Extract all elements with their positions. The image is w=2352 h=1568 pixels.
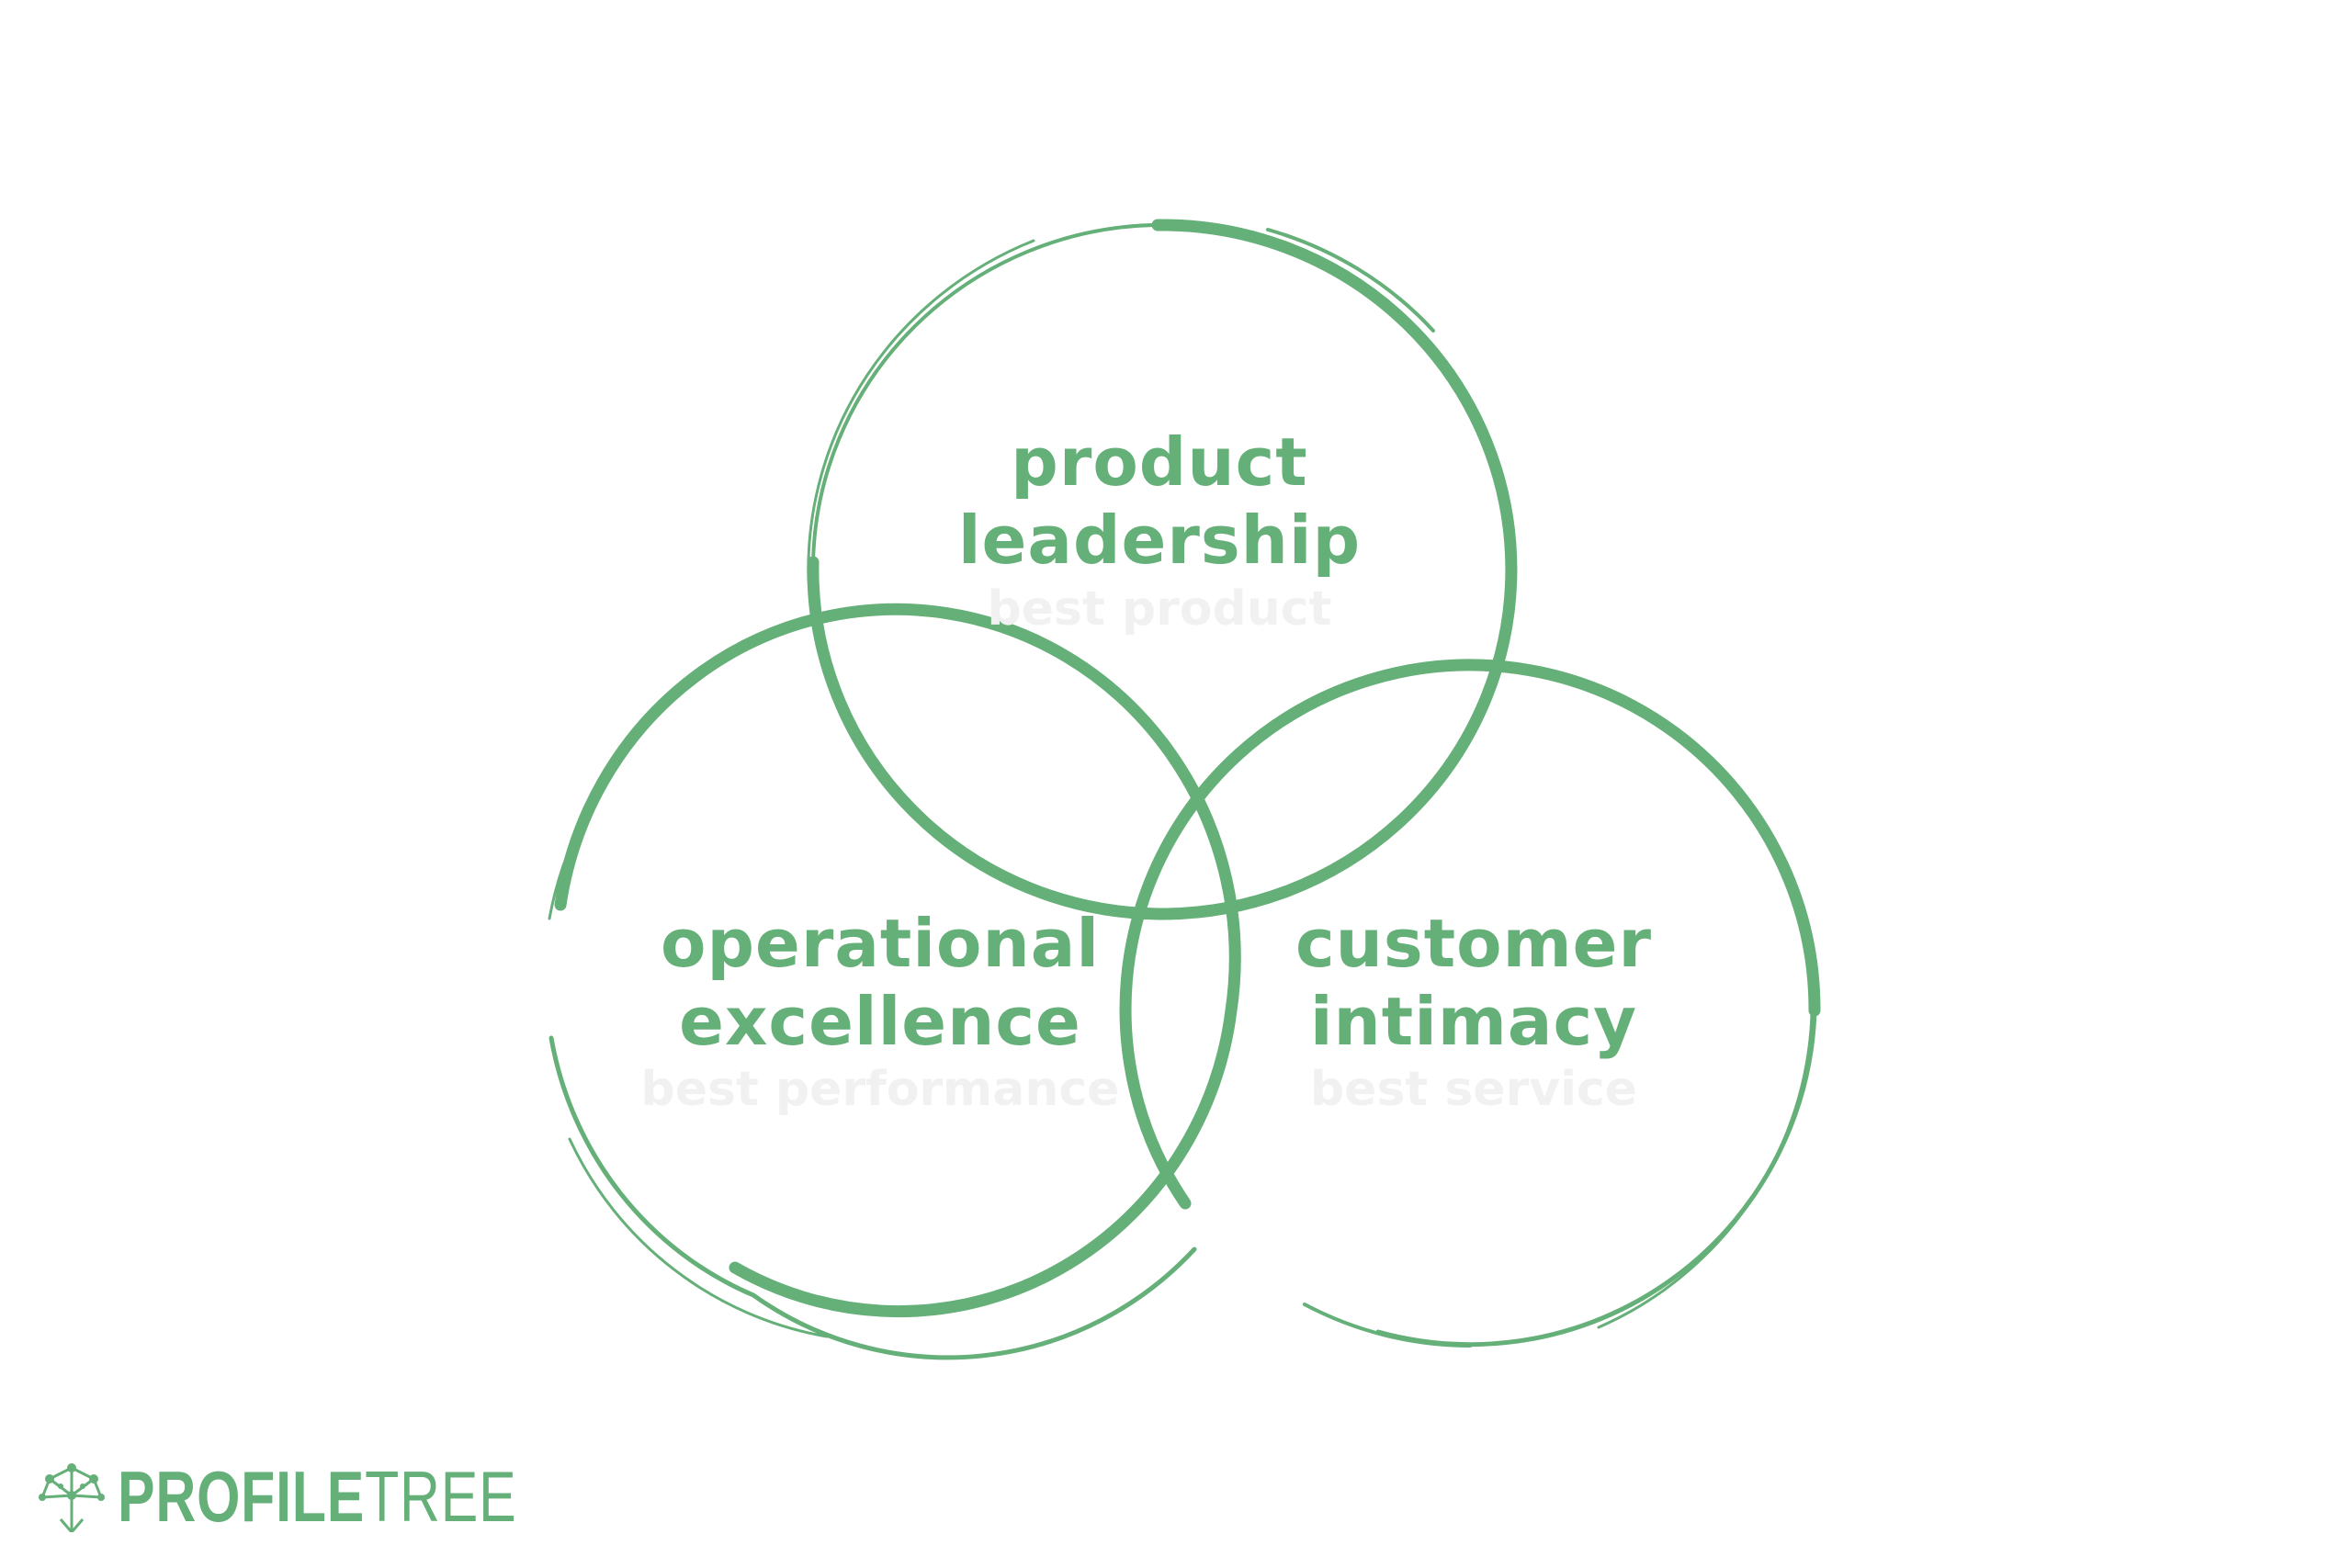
product-subtitle: best product xyxy=(988,581,1332,637)
circle-customer-stroke-main xyxy=(1119,659,1821,1210)
logo-wordmark-bold: PROFILE xyxy=(118,1456,366,1537)
operational-subtitle: best performance xyxy=(641,1062,1120,1117)
label-product-leadership: product leadership best product xyxy=(958,423,1361,637)
profiletree-logo: PROFILETREE xyxy=(39,1461,629,1532)
operational-title-line-2: excellence xyxy=(679,983,1081,1060)
circle-product-stroke-echo-2 xyxy=(1266,228,1435,333)
label-customer-intimacy: customer intimacy best service xyxy=(1295,905,1652,1117)
circle-customer-stroke-echo xyxy=(1597,880,1814,1329)
customer-title-line-2: intimacy xyxy=(1310,983,1637,1060)
circle-product-leadership xyxy=(807,219,1518,920)
circle-operational-excellence xyxy=(548,603,1241,1360)
circle-customer-intimacy xyxy=(1119,659,1821,1348)
circle-operational-stroke-echo xyxy=(548,779,608,920)
circle-operational-stroke-thin xyxy=(548,1035,1197,1360)
circle-customer-stroke-thin xyxy=(1375,1008,1817,1348)
customer-title-line-1: customer xyxy=(1295,905,1652,982)
logo-wordmark-light: TREE xyxy=(365,1456,517,1537)
product-title-line-2: leadership xyxy=(958,502,1361,579)
circle-operational-stroke-main xyxy=(554,603,1241,1318)
logo-wordmark: PROFILETREE xyxy=(118,1461,516,1532)
customer-subtitle: best service xyxy=(1310,1062,1637,1117)
label-operational-excellence: operational excellence best performance xyxy=(641,905,1120,1117)
tree-network-icon xyxy=(39,1463,105,1532)
circle-product-stroke-echo xyxy=(807,239,1035,581)
circle-product-stroke-main xyxy=(807,219,1518,920)
circle-operational-stroke-echo-2 xyxy=(568,1137,829,1338)
operational-title-line-1: operational xyxy=(661,905,1100,982)
circle-customer-stroke-echo-2 xyxy=(1303,1303,1472,1348)
product-title-line-1: product xyxy=(1011,423,1307,501)
circle-product-stroke-thin xyxy=(811,223,1155,564)
